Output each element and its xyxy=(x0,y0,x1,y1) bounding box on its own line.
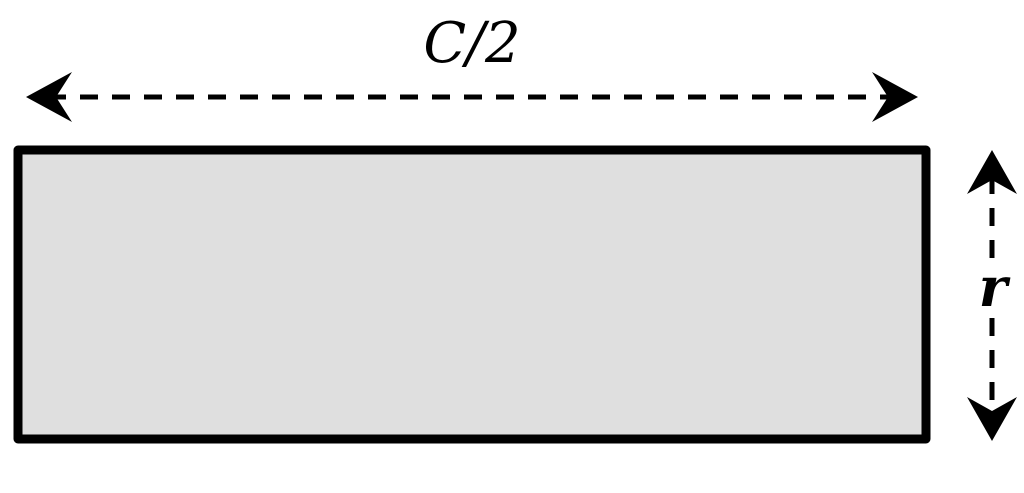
width-label: C/2 xyxy=(423,11,520,76)
width-arrow-right-icon xyxy=(872,72,918,122)
height-arrow-down-icon xyxy=(967,397,1017,441)
width-arrow-left-icon xyxy=(26,72,72,122)
rectangle xyxy=(13,145,931,444)
width-dimension: C/2 xyxy=(26,11,918,122)
height-dimension: r xyxy=(967,150,1017,441)
height-label: r xyxy=(979,255,1011,319)
height-arrow-up-icon xyxy=(967,150,1017,194)
